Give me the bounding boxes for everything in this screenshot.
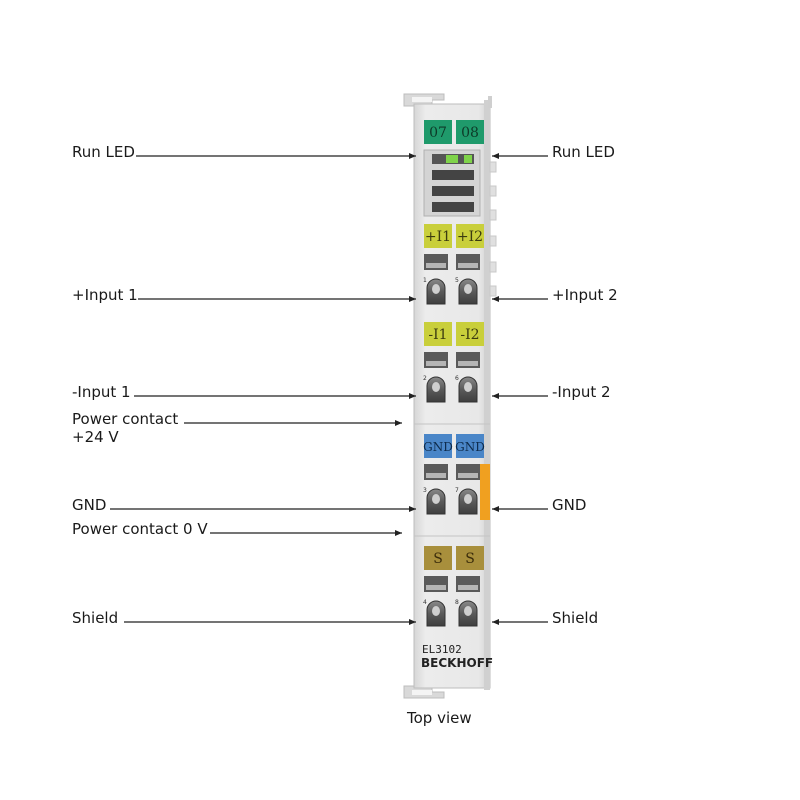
run-led-left-label: Run LED: [72, 143, 135, 161]
led-window: [423, 149, 481, 217]
terminal-point-2: 2: [423, 352, 448, 403]
tag-plus-i2: +I2: [457, 229, 483, 245]
input2-plus-label: +Input 2: [552, 286, 618, 304]
tag-shield-1: S: [433, 551, 443, 567]
power-contact-24v-line2: +24 V: [72, 428, 119, 446]
terminal-number: 7: [455, 487, 459, 494]
side-contacts: [489, 161, 497, 297]
terminal-number: 3: [423, 487, 427, 494]
input1-minus-label: -Input 1: [72, 383, 131, 401]
top-view-caption: Top view: [407, 709, 472, 727]
terminal-number: 4: [423, 599, 427, 606]
power-contact-0v-label: Power contact 0 V: [72, 520, 208, 538]
terminal-points: 1 5 2 6 3 7 4 8: [423, 254, 480, 627]
tag-minus-i2: -I2: [460, 327, 479, 343]
tag-plus-i1: +I1: [425, 229, 451, 245]
tag-gnd-2: GND: [455, 440, 485, 454]
terminal-point-8: 8: [455, 576, 480, 627]
terminal-number: 8: [455, 599, 459, 606]
power-contact-24v-label: Power contact +24 V: [72, 410, 178, 446]
terminal-number: 1: [423, 277, 427, 284]
terminal-point-1: 1: [423, 254, 448, 305]
orange-latch: [480, 464, 490, 520]
terminal-point-4: 4: [423, 576, 448, 627]
terminal-point-5: 5: [455, 254, 480, 305]
shield-left-label: Shield: [72, 609, 119, 627]
led-tag-07: 07: [429, 125, 447, 141]
terminal-number: 6: [455, 375, 459, 382]
tag-minus-i1: -I1: [428, 327, 447, 343]
gnd-left-label: GND: [72, 496, 107, 514]
tag-gnd-1: GND: [423, 440, 453, 454]
terminal-point-7: 7: [455, 464, 480, 515]
leader-lines: [110, 153, 548, 625]
shield-right-label: Shield: [552, 609, 599, 627]
brand-name: BECKHOFF: [421, 656, 493, 670]
input2-minus-label: -Input 2: [552, 383, 611, 401]
plus-input-tags: +I1 +I2: [424, 224, 484, 248]
tag-shield-2: S: [465, 551, 475, 567]
terminal-point-3: 3: [423, 464, 448, 515]
gnd-right-label: GND: [552, 496, 587, 514]
run-led-right-label: Run LED: [552, 143, 615, 161]
led-tags: 07 08: [424, 120, 484, 144]
run-led-indicator: [446, 155, 458, 163]
led-tag-08: 08: [461, 125, 479, 141]
power-contact-24v-line1: Power contact: [72, 410, 179, 428]
terminal-point-6: 6: [455, 352, 480, 403]
model-number: EL3102: [422, 643, 462, 656]
terminal-number: 2: [423, 375, 427, 382]
gnd-tags: GND GND: [423, 434, 485, 458]
input1-plus-label: +Input 1: [72, 286, 138, 304]
shield-tags: S S: [424, 546, 484, 570]
terminal-number: 5: [455, 277, 459, 284]
minus-input-tags: -I1 -I2: [424, 322, 484, 346]
